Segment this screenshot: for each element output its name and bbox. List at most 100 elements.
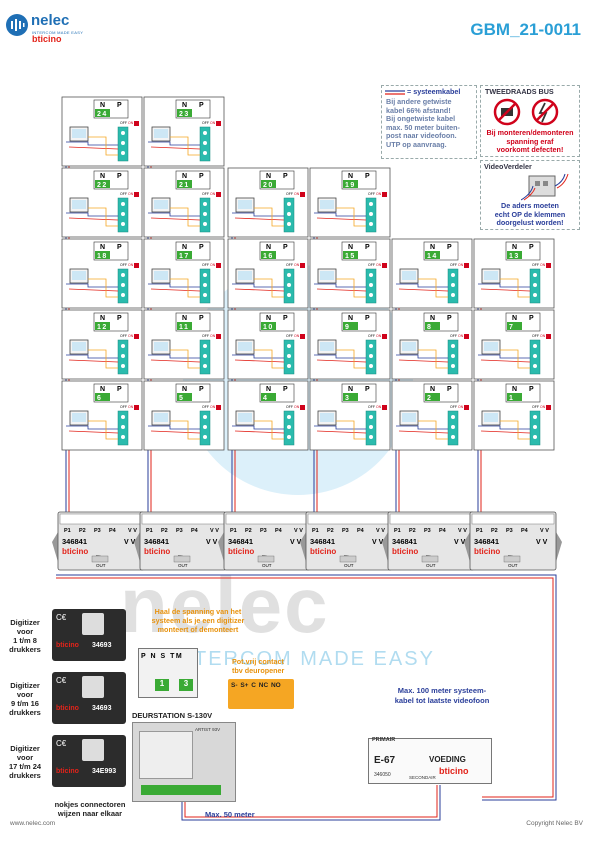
port-label: P1	[394, 528, 401, 534]
bticino-logo: bticino	[392, 547, 418, 556]
off-label: OFF	[202, 405, 209, 409]
on-label: ON	[294, 334, 300, 338]
digitizer-2: C€ bticino 34693	[52, 672, 126, 724]
digitizer-2-model: 34693	[92, 705, 112, 712]
apartment-number: 5	[179, 395, 184, 402]
p-label: P	[447, 386, 452, 393]
port-label: P4	[191, 528, 199, 534]
vv-label: V V	[372, 539, 384, 546]
port-label: P3	[424, 528, 431, 534]
vv-label: V V	[454, 539, 466, 546]
off-label: OFF	[120, 121, 127, 125]
n-label: N	[348, 386, 353, 393]
p-label: P	[199, 386, 204, 393]
door-station-model: ARTIST 93V	[195, 727, 221, 732]
station-cable	[184, 785, 438, 818]
system-cable-note: Max. 100 meter systeem-kabel tot laatste…	[394, 686, 490, 705]
two-wire-title: TWEEDRAADS BUS	[485, 87, 554, 96]
terminal-strip: P N S TM 1 3	[138, 648, 198, 698]
port-label: P1	[230, 528, 237, 534]
terminal-1: 1	[155, 679, 169, 691]
off-label: OFF	[286, 405, 293, 409]
digitizer-1-model: 34693	[92, 642, 112, 649]
n-label: N	[182, 315, 187, 322]
off-label: OFF	[450, 334, 457, 338]
n-label: N	[182, 102, 187, 109]
vv-label: V V	[376, 528, 385, 534]
port-label: P2	[161, 528, 168, 534]
bticino-logo: bticino	[144, 547, 170, 556]
out-label: OUT	[344, 563, 354, 568]
ce-mark: C€	[56, 676, 67, 685]
vv-label: V V	[540, 528, 549, 534]
on-label: ON	[376, 405, 382, 409]
bus-cable	[56, 577, 554, 798]
apartment-number: 6	[97, 395, 102, 402]
p-label: P	[365, 315, 370, 322]
p-label: P	[199, 244, 204, 251]
off-label: OFF	[450, 405, 457, 409]
door-contact-block: S- S+ C NC NO	[228, 679, 294, 709]
station-cable	[181, 785, 441, 821]
terminal-3: 3	[179, 679, 193, 691]
off-label: OFF	[202, 263, 209, 267]
port-label: P4	[521, 528, 529, 534]
on-label: ON	[210, 405, 216, 409]
video-splitter-title: VideoVerdeler	[484, 162, 532, 171]
vv-label: V V	[128, 528, 137, 534]
cable-line-icon	[385, 90, 405, 95]
off-label: OFF	[202, 192, 209, 196]
on-label: ON	[210, 121, 216, 125]
n-label: N	[182, 173, 187, 180]
apartment-number: 3	[345, 395, 350, 402]
p-label: P	[283, 315, 288, 322]
no-power-icon	[493, 98, 559, 126]
n-label: N	[266, 244, 271, 251]
ce-mark: C€	[56, 613, 67, 622]
vv-label: V V	[536, 539, 548, 546]
p-label: P	[199, 102, 204, 109]
off-label: OFF	[286, 192, 293, 196]
on-label: ON	[376, 334, 382, 338]
port-label: P3	[342, 528, 349, 534]
apartment-number: 22	[97, 182, 108, 189]
port-label: P2	[327, 528, 334, 534]
footer-website[interactable]: www.nelec.com	[10, 820, 56, 827]
digitizer-2-brand: bticino	[56, 705, 79, 712]
on-label: ON	[210, 192, 216, 196]
out-label: OUT	[262, 563, 272, 568]
n-label: N	[266, 173, 271, 180]
bticino-logo: bticino	[228, 547, 254, 556]
apartment-number: 11	[179, 324, 189, 331]
on-label: ON	[540, 334, 546, 338]
apartment-number: 17	[179, 253, 190, 260]
port-label: P1	[312, 528, 319, 534]
power-supply-name: VOEDING	[429, 755, 466, 764]
off-label: OFF	[532, 263, 539, 267]
ce-mark: C€	[56, 739, 67, 748]
port-label: P3	[260, 528, 267, 534]
brand-tagline: INTERCOM MADE EASY	[32, 30, 84, 35]
apartment-number: 24	[97, 111, 108, 118]
on-label: ON	[458, 334, 464, 338]
p-label: P	[283, 173, 288, 180]
bus-cable	[56, 574, 557, 801]
digitizer-1-dip	[82, 613, 104, 635]
on-label: ON	[210, 263, 216, 267]
